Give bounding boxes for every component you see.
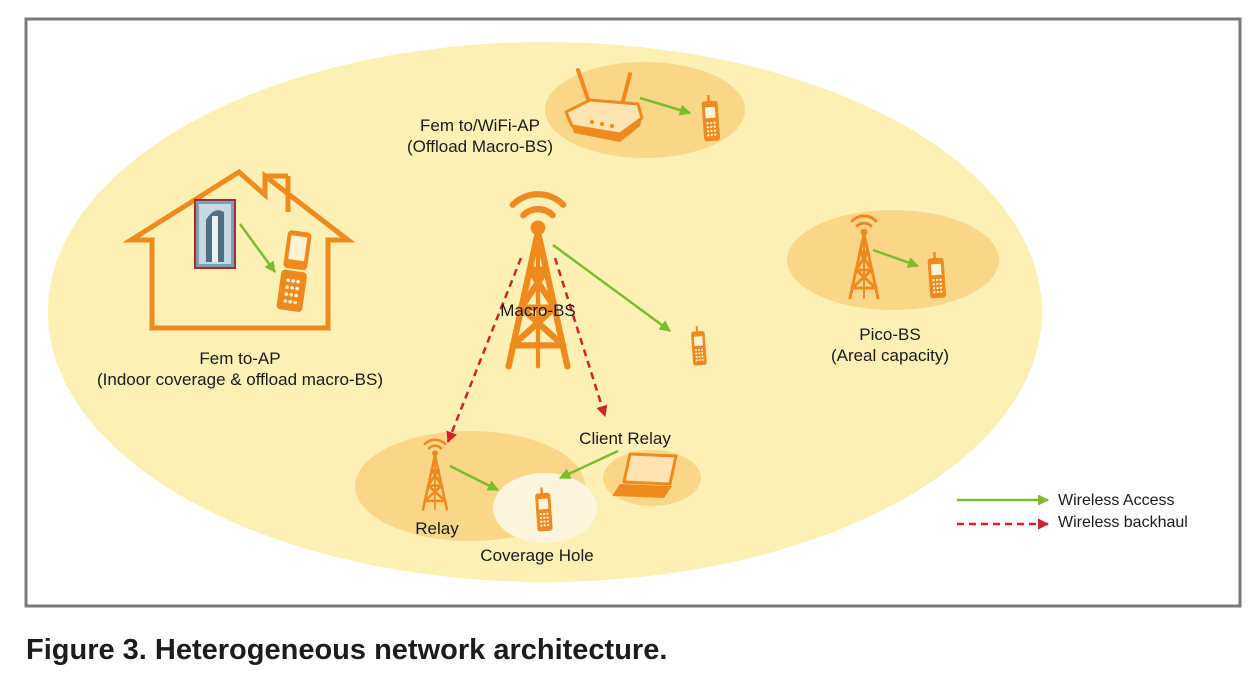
wireless-backhaul-arrows — [446, 257, 608, 444]
legend-access-label: Wireless Access — [1058, 492, 1175, 509]
pico-bs-label: Pico-BS (Areal capacity) — [790, 324, 990, 366]
flip-phone-icon — [276, 230, 312, 312]
femto-ap-device-icon — [194, 199, 236, 269]
laptop-icon — [612, 452, 678, 498]
femto-wifi-label: Fem to/WiFi-AP (Offload Macro-BS) — [370, 115, 590, 157]
legend-backhaul-label: Wireless backhaul — [1058, 514, 1188, 531]
macro-coverage-area — [48, 42, 1042, 582]
femto-ap-label: Fem to-AP (Indoor coverage & offload mac… — [60, 348, 420, 390]
coverage-hole-label: Coverage Hole — [480, 546, 594, 565]
pico-bs-label-line1: Pico-BS — [859, 325, 921, 344]
femto-ap-label-line2: (Indoor coverage & offload macro-BS) — [97, 370, 383, 389]
femto-wifi-label-line2: (Offload Macro-BS) — [406, 137, 554, 156]
relay-label: Relay — [415, 519, 459, 538]
femto-ap-label-line1: Fem to-AP — [199, 349, 281, 368]
macro-bs-label: Macro-BS — [500, 301, 576, 320]
pico-cell — [787, 210, 999, 310]
wifi-router-icon — [564, 68, 644, 142]
pico-bs-label-line2: (Areal capacity) — [830, 346, 950, 365]
wireless-access-arrows — [238, 96, 920, 492]
house-icon — [122, 168, 356, 331]
femto-wifi-label-line1: Fem to/WiFi-AP — [420, 116, 540, 135]
figure-caption: Figure 3. Heterogeneous network architec… — [26, 634, 668, 666]
client-relay-label: Client Relay — [579, 429, 671, 448]
